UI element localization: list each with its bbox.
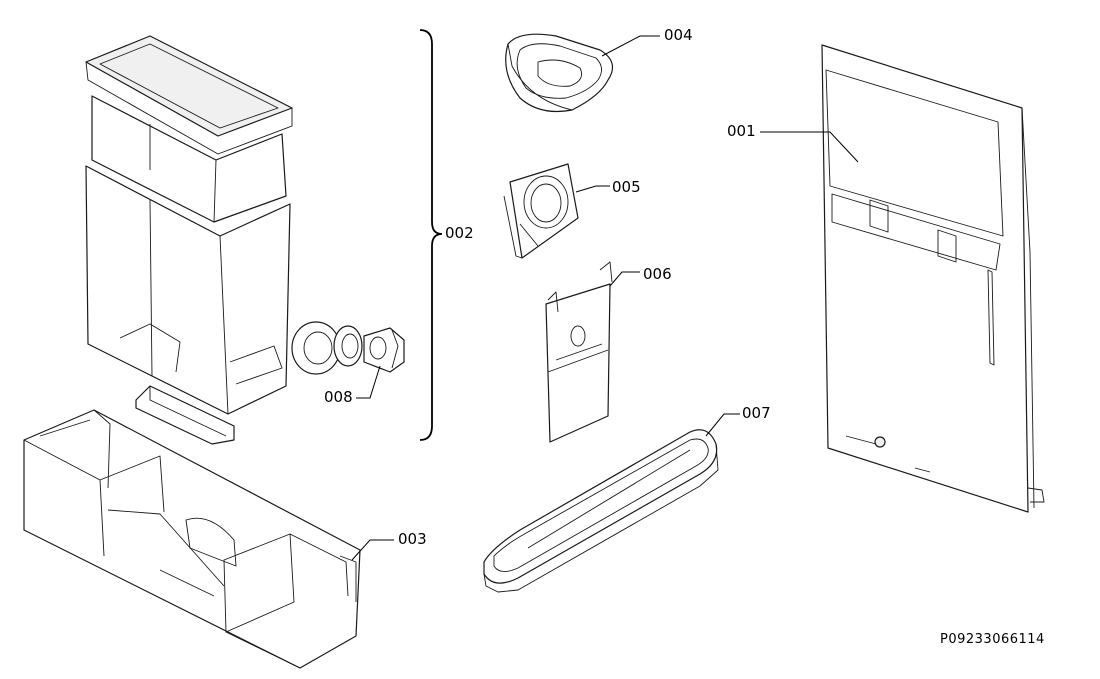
leader-lines — [351, 35, 859, 561]
part-002-water-tank — [85, 35, 293, 445]
document-code: P09233066114 — [940, 632, 1045, 647]
callout-006: 006 — [643, 265, 672, 283]
group-brace-002 — [419, 29, 443, 441]
part-005-filter-adapter — [503, 163, 579, 259]
part-004-filter-cap — [505, 33, 614, 113]
part-006-holder-plate — [545, 261, 613, 443]
callout-001: 001 — [727, 122, 756, 140]
callout-005: 005 — [612, 178, 641, 196]
part-007-drip-tray — [483, 429, 719, 593]
callout-008: 008 — [324, 388, 353, 406]
part-001-door-panel — [821, 44, 1045, 513]
callout-003: 003 — [398, 530, 427, 548]
callout-002: 002 — [445, 224, 474, 242]
part-003-base-tray — [23, 409, 361, 669]
callout-004: 004 — [664, 26, 693, 44]
callout-007: 007 — [742, 404, 771, 422]
part-008-valve-set — [291, 321, 405, 375]
